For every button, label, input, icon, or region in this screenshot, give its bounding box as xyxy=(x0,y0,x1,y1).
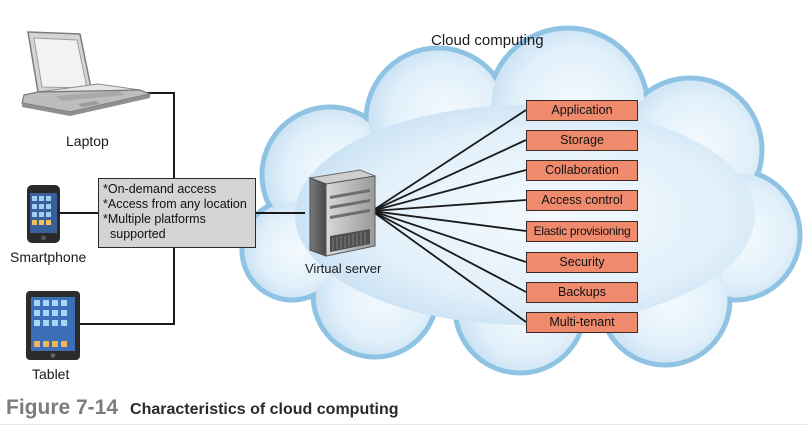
access-line: *Access from any location xyxy=(103,197,247,211)
cloud-title: Cloud computing xyxy=(431,32,544,49)
server-label: Virtual server xyxy=(305,261,382,276)
service-collaboration: Collaboration xyxy=(526,160,638,181)
access-characteristics-box: *On-demand access *Access from any locat… xyxy=(98,178,256,248)
service-application: Application xyxy=(526,100,638,121)
access-line: *On-demand access xyxy=(103,182,217,196)
device-connectors xyxy=(60,92,305,325)
tablet-label: Tablet xyxy=(32,366,70,382)
service-storage: Storage xyxy=(526,130,638,151)
service-access-control: Access control xyxy=(526,190,638,211)
service-elastic-provisioning: Elastic provisioning xyxy=(526,221,638,242)
access-line: supported xyxy=(110,227,166,241)
server-icon xyxy=(308,169,377,257)
smartphone-icon xyxy=(27,185,60,243)
figure-number: Figure 7-14 xyxy=(6,396,119,419)
service-connectors xyxy=(371,109,527,323)
access-line: *Multiple platforms xyxy=(103,212,206,226)
service-backups: Backups xyxy=(526,282,638,303)
service-security: Security xyxy=(526,252,638,273)
figure-caption: Figure 7-14 Characteristics of cloud comp… xyxy=(6,396,399,420)
service-multi-tenant: Multi-tenant xyxy=(526,312,638,333)
smartphone-label: Smartphone xyxy=(10,249,87,265)
caption-divider xyxy=(0,424,807,425)
tablet-icon xyxy=(26,291,80,360)
figure-title: Characteristics of cloud computing xyxy=(130,401,399,418)
laptop-icon xyxy=(21,31,153,116)
laptop-label: Laptop xyxy=(66,133,109,149)
